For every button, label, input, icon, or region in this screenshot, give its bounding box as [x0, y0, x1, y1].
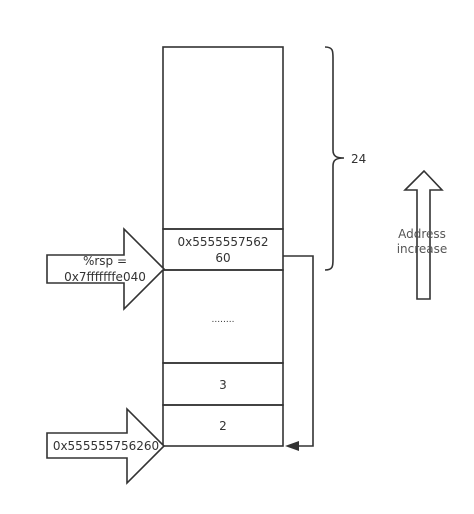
heap-pointer-arrow-icon	[46, 407, 166, 485]
rsp-label-line-2: 0x7fffffffe040	[64, 270, 146, 284]
rsp-arrow-icon	[46, 227, 166, 311]
brace-size-label: 24	[351, 152, 366, 166]
ellipsis-text: ........	[212, 315, 235, 325]
address-increase-arrow-icon	[403, 169, 444, 300]
stack-cell-2	[162, 404, 284, 447]
stack-cell-top	[162, 46, 284, 230]
rsp-label-line-1: %rsp =	[83, 254, 127, 268]
address-label-line-2: increase	[397, 242, 448, 256]
size-brace-icon	[324, 46, 345, 271]
pointer-connector-line	[283, 255, 314, 447]
address-label-line-1: Address	[398, 227, 446, 241]
cell-3-text: 3	[219, 378, 227, 392]
heap-pointer-label: 0x555555756260	[53, 439, 159, 453]
saved-value-line-2: 60	[215, 251, 230, 265]
saved-value-line-1: 0x5555557562	[177, 235, 268, 249]
cell-2-text: 2	[219, 419, 227, 433]
pointer-connector-arrowhead	[285, 441, 299, 451]
